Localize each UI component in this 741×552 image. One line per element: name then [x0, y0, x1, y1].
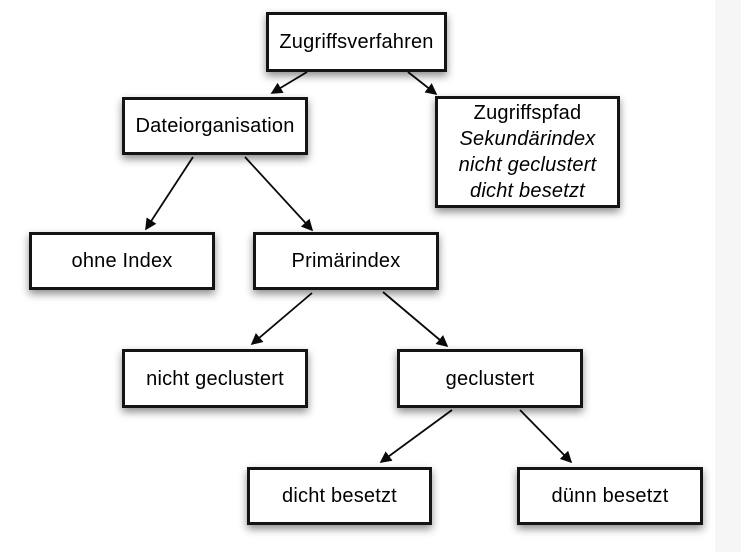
- page-right-margin: [715, 0, 741, 552]
- node-geclustert: geclustert: [397, 349, 583, 408]
- node-dateiorganisation: Dateiorganisation: [122, 97, 308, 155]
- node-label: ohne Index: [71, 250, 173, 272]
- node-primaerindex: Primärindex: [253, 232, 439, 290]
- node-nicht-geclustert: nicht geclustert: [122, 349, 308, 408]
- edge-primaerindex-geclustert: [382, 291, 449, 348]
- node-dicht-besetzt: dicht besetzt: [247, 467, 432, 525]
- node-label: dünn besetzt: [551, 485, 669, 507]
- node-label-line-4: dicht besetzt: [470, 180, 585, 202]
- node-label: Zugriffsverfahren: [279, 31, 434, 53]
- node-label: Dateiorganisation: [135, 115, 295, 137]
- edge-geclustert-dicht-besetzt: [379, 409, 453, 463]
- node-label-line-2: Sekundärindex: [459, 128, 596, 150]
- edge-geclustert-duenn-besetzt: [519, 409, 573, 464]
- edge-zugriffsverfahren-zugriffspfad: [407, 71, 438, 96]
- node-label: dicht besetzt: [282, 485, 397, 507]
- node-duenn-besetzt: dünn besetzt: [517, 467, 703, 525]
- edge-dateiorganisation-ohne-index: [145, 156, 194, 231]
- edge-primaerindex-nicht-geclustert: [250, 292, 313, 346]
- edge-zugriffsverfahren-dateiorganisation: [270, 71, 308, 94]
- node-label-line-1: Zugriffspfad: [473, 102, 582, 124]
- node-zugriffspfad: Zugriffspfad Sekundärindex nicht geclust…: [435, 96, 620, 208]
- node-ohne-index: ohne Index: [29, 232, 215, 290]
- node-label: Primärindex: [291, 250, 401, 272]
- node-label: nicht geclustert: [146, 367, 284, 390]
- node-label: geclustert: [445, 367, 535, 390]
- node-zugriffsverfahren: Zugriffsverfahren: [266, 12, 447, 72]
- node-label-line-3: nicht geclustert: [458, 154, 597, 176]
- edge-dateiorganisation-primaerindex: [244, 156, 314, 232]
